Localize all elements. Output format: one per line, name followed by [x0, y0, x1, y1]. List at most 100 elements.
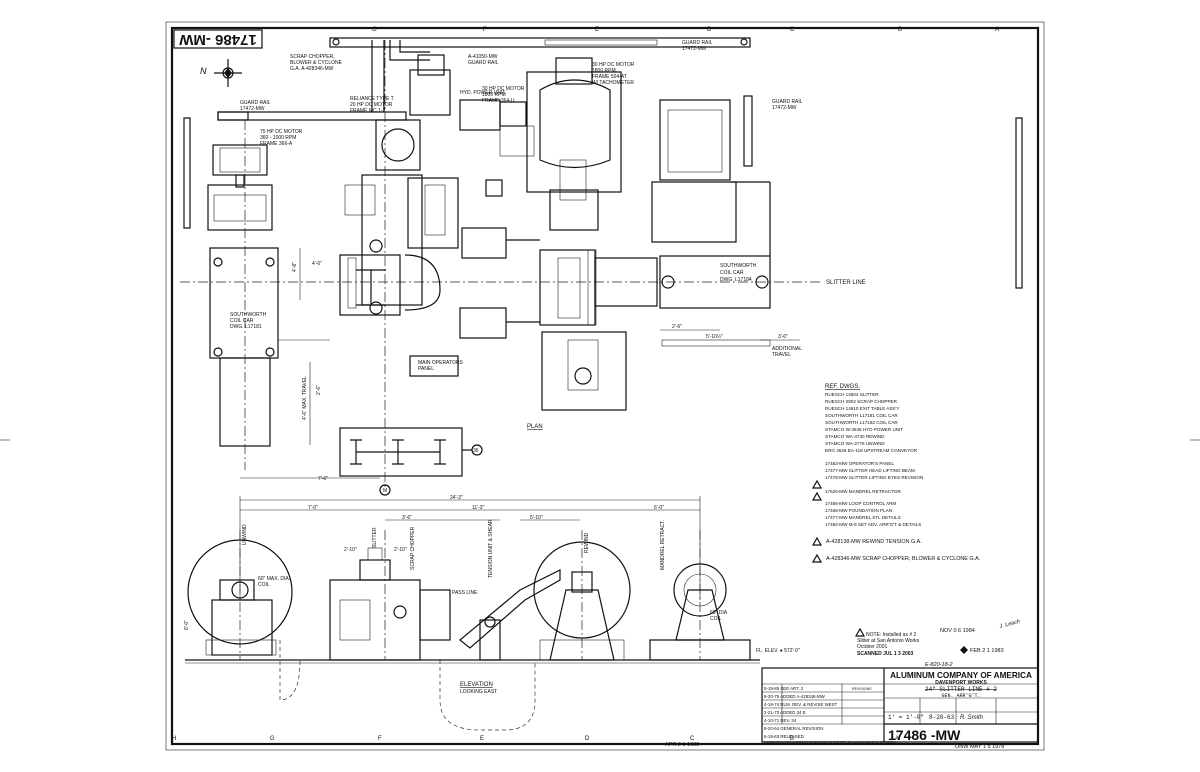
svg-text:GUARD RAIL: GUARD RAIL: [682, 40, 713, 46]
svg-text:October 2001: October 2001: [857, 644, 888, 650]
svg-text:D: D: [585, 736, 590, 742]
svg-text:BLOWER & CYCLONE: BLOWER & CYCLONE: [290, 60, 343, 66]
svg-text:FL. ELEV. ● 572'-0": FL. ELEV. ● 572'-0": [756, 648, 800, 654]
svg-text:2-21-73 ADDED 34 E: 2-21-73 ADDED 34 E: [764, 710, 806, 715]
svg-text:4'-6" MAX. TRAVEL: 4'-6" MAX. TRAVEL: [302, 376, 308, 420]
svg-text:6'-0": 6'-0": [654, 505, 664, 511]
title-block: [761, 667, 1039, 743]
svg-text:ERG 4626 EA-118 UPSTREAM CONV: ERG 4626 EA-118 UPSTREAM CONVEYOR: [825, 448, 918, 453]
svg-text:17478-MW SLITTER LIFTING EYE: 17478-MW SLITTER LIFTING EYES REVISION: [825, 475, 923, 480]
svg-text:REF. DWGS.: REF. DWGS.: [825, 384, 860, 390]
svg-text:4-10-71 REV. 34: 4-10-71 REV. 34: [764, 718, 797, 723]
svg-text:3'-6": 3'-6": [402, 515, 412, 521]
svg-text:GUARD RAIL: GUARD RAIL: [240, 100, 271, 106]
drawing-number-box: 17486 -MW: [173, 29, 263, 49]
svg-text:N: N: [200, 66, 207, 76]
svg-text:30 HP DC MOTOR: 30 HP DC MOTOR: [592, 62, 635, 68]
svg-text:SLITTER: SLITTER: [372, 527, 378, 548]
svg-text:NOV 0 6 1984: NOV 0 6 1984: [940, 628, 975, 634]
elevation-label: ELEVATION: [460, 682, 493, 688]
svg-text:24'-3": 24'-3": [450, 495, 463, 501]
svg-text:COIL CAR: COIL CAR: [720, 270, 744, 276]
svg-text:W/ TACHOMETER: W/ TACHOMETER: [592, 80, 634, 86]
svg-text:STAMCO WA-3740 REWIND: STAMCO WA-3740 REWIND: [825, 434, 885, 439]
svg-text:5'-10½": 5'-10½": [706, 333, 723, 340]
svg-text:RUESCH 14610 EXIT TABLE AS: RUESCH 14610 EXIT TABLE ASS'Y: [825, 406, 899, 411]
svg-text:FRAME 366-A: FRAME 366-A: [260, 141, 293, 147]
zone-letters-top: G F E D C B A: [372, 27, 999, 33]
svg-text:17472-MW: 17472-MW: [682, 46, 707, 52]
svg-text:7'-6": 7'-6": [318, 476, 328, 482]
svg-text:ONW MAY 1 5 1978: ONW MAY 1 5 1978: [955, 744, 1004, 750]
elevation-labels: 24'-3" 7'-0" 11'-3" 6'-0" 3'-6" 5'-10" 2…: [184, 495, 800, 654]
svg-text:COIL CAR: COIL CAR: [230, 318, 254, 324]
svg-text:11'-3": 11'-3": [472, 505, 485, 511]
plan-view: [180, 37, 1023, 496]
confidential-note: THIS DRAWING AND THE DESIGN IT COVERS AR…: [764, 740, 897, 744]
svg-text:C: C: [690, 736, 695, 742]
svg-text:2'-10": 2'-10": [394, 547, 407, 553]
svg-text:PASS LINE: PASS LINE: [452, 590, 478, 596]
north-arrow-icon: N: [200, 59, 242, 87]
svg-text:F: F: [378, 736, 382, 742]
svg-text:30 HP DC MOTOR: 30 HP DC MOTOR: [482, 86, 525, 92]
plan-label: PLAN: [527, 424, 543, 430]
svg-text:UNWIND: UNWIND: [242, 524, 248, 545]
company-name: ALUMINUM COMPANY OF AMERICA: [890, 671, 1032, 680]
drawing-number: 17486 -MW: [888, 727, 961, 743]
svg-text:J. Leach: J. Leach: [998, 619, 1021, 630]
svg-text:D: D: [707, 27, 712, 33]
svg-text:RUESCH 14604 SLITTER: RUESCH 14604 SLITTER: [825, 392, 879, 397]
svg-text:RUESCH 2802 SCRAP CHOPPER: RUESCH 2802 SCRAP CHOPPER: [825, 399, 898, 404]
zone-letters-bottom: H G F E D C B A: [172, 736, 899, 742]
elevation-view: [185, 496, 760, 731]
svg-text:HYD. POWER UNIT: HYD. POWER UNIT: [460, 90, 505, 96]
svg-text:G: G: [372, 27, 377, 33]
revision-triangle-icons: [811, 479, 823, 563]
svg-text:SOUTHWORTH L17183 COIL CAR: SOUTHWORTH L17183 COIL CAR: [825, 420, 898, 425]
svg-text:E-820-18-2: E-820-18-2: [925, 662, 953, 668]
svg-text:E: E: [480, 736, 484, 742]
title-block-text: ALUMINUM COMPANY OF AMERICA DAVENPORT WO…: [888, 671, 1032, 743]
svg-text:G.A. A-428346-MW: G.A. A-428346-MW: [290, 66, 334, 72]
date-value: 8-20-63: [929, 714, 955, 721]
svg-text:3'-0": 3'-0": [778, 334, 788, 340]
svg-text:17456-MW LOOP CONTROL ARM: 17456-MW LOOP CONTROL ARM: [825, 501, 896, 506]
slitter-line-label: SLITTER LINE: [826, 280, 866, 286]
svg-text:4'-8": 4'-8": [292, 262, 298, 272]
svg-text:75 HP DC MOTOR: 75 HP DC MOTOR: [260, 129, 303, 135]
svg-text:FEB 2 1 1983: FEB 2 1 1983: [970, 648, 1004, 654]
svg-text:6-19-63 RELEASED: 6-19-63 RELEASED: [764, 734, 804, 739]
svg-text:17482-MW M-6 SET ADV. ARR'G: 17482-MW M-6 SET ADV. ARR'G'T & DETAILS: [825, 522, 921, 527]
svg-text:ADDITIONAL: ADDITIONAL: [772, 346, 802, 352]
svg-text:20 HP DC MOTOR: 20 HP DC MOTOR: [350, 102, 393, 108]
svg-text:1800 RPM: 1800 RPM: [592, 68, 616, 74]
svg-text:TRAVEL: TRAVEL: [772, 352, 791, 358]
svg-text:DWG. L17181: DWG. L17181: [230, 324, 262, 330]
svg-text:60" DIA: 60" DIA: [710, 610, 728, 616]
svg-text:E: E: [595, 27, 599, 33]
svg-text:2'-6": 2'-6": [316, 385, 322, 395]
svg-text:REVISIONS: REVISIONS: [852, 687, 872, 691]
svg-text:MAIN OPERATORS: MAIN OPERATORS: [418, 360, 463, 366]
svg-text:A: A: [895, 736, 899, 742]
revisions-table: 5-19-85 SEE ART. 2 8-20-75 ADDED A-42834…: [764, 686, 872, 739]
svg-text:STAMCO W-3549 HYD POWER UNI: STAMCO W-3549 HYD POWER UNIT: [825, 427, 903, 432]
svg-text:NOTE: Installed as # 2: NOTE: Installed as # 2: [866, 632, 917, 638]
svg-text:2'-10": 2'-10": [344, 547, 357, 553]
svg-text:17520-MW MANDREL RETRACTOR: 17520-MW MANDREL RETRACTOR: [825, 489, 901, 494]
svg-text:SOUTHWORTH L17181 COIL CAR: SOUTHWORTH L17181 COIL CAR: [825, 413, 898, 418]
svg-text:G: G: [270, 736, 275, 742]
svg-text:A-428346-MW SCRAP CHOPPER, BLO: A-428346-MW SCRAP CHOPPER, BLOWER & CYCL…: [826, 556, 980, 562]
svg-text:7'-0": 7'-0": [308, 505, 318, 511]
svg-text:COIL: COIL: [258, 582, 270, 588]
svg-text:MANDREL RETRACT.: MANDREL RETRACT.: [660, 520, 666, 570]
svg-text:36: 36: [473, 448, 479, 454]
svg-text:8-20-64 GENERAL REVISION: 8-20-64 GENERAL REVISION: [764, 726, 823, 731]
plan-callouts: SCRAP CHOPPER, BLOWER & CYCLONE G.A. A-4…: [230, 40, 803, 494]
svg-text:PANEL: PANEL: [418, 366, 434, 372]
reference-drawings-list: REF. DWGS. RUESCH 14604 SLITTER RUESCH 2…: [825, 384, 980, 562]
svg-text:GUARD RAIL: GUARD RAIL: [468, 60, 499, 66]
svg-text:FRAME 504-AT: FRAME 504-AT: [592, 74, 627, 80]
